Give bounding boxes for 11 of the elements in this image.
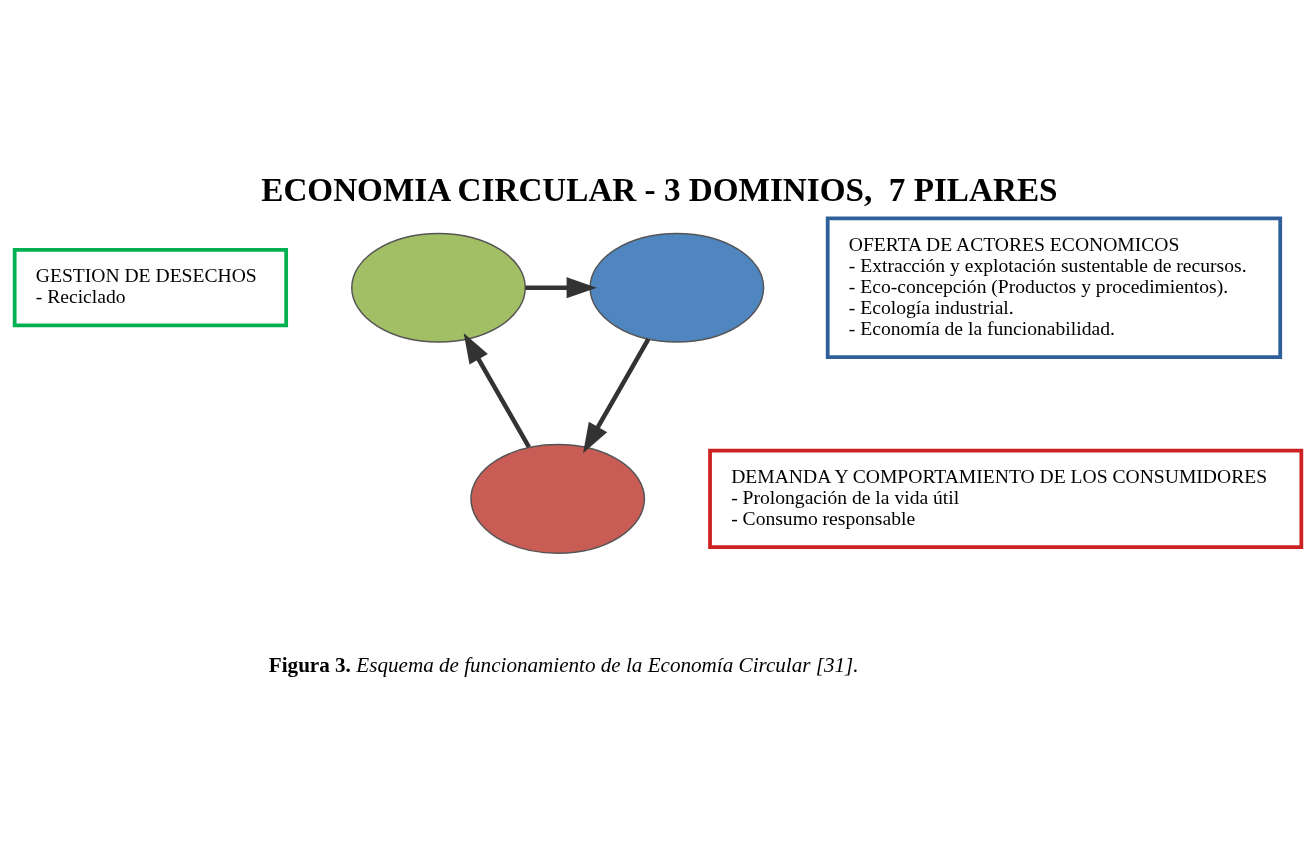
node-wedge [351, 232, 526, 343]
node-wedge [589, 232, 765, 343]
caption: Figura 3. Esquema de funcionamiento de la Economía Circular [31]. [268, 652, 859, 677]
arrow [463, 332, 531, 448]
node-box: GESTION DE DESECHOS - Reciclado [12, 247, 289, 327]
diagram-title: ECONOMIA CIRCULAR - 3 DOMINIOS, 7 PILARES [261, 170, 1058, 208]
arrow [583, 337, 651, 453]
node-box: DEMANDA Y COMPORTAMIENTO DE LOS CONSUMIDORES - Prolongación de la vida útil - Consumo responsable [708, 448, 1304, 549]
node-wedge [470, 443, 646, 554]
node-box: OFERTA DE ACTORES ECONOMICOS - Extracción y explotación sustentable de recursos. - Eco-concepción (Productos y procedimientos). - Ecología industrial. - Economía de la funcionabilidad. [825, 215, 1283, 359]
arrow [525, 276, 597, 298]
